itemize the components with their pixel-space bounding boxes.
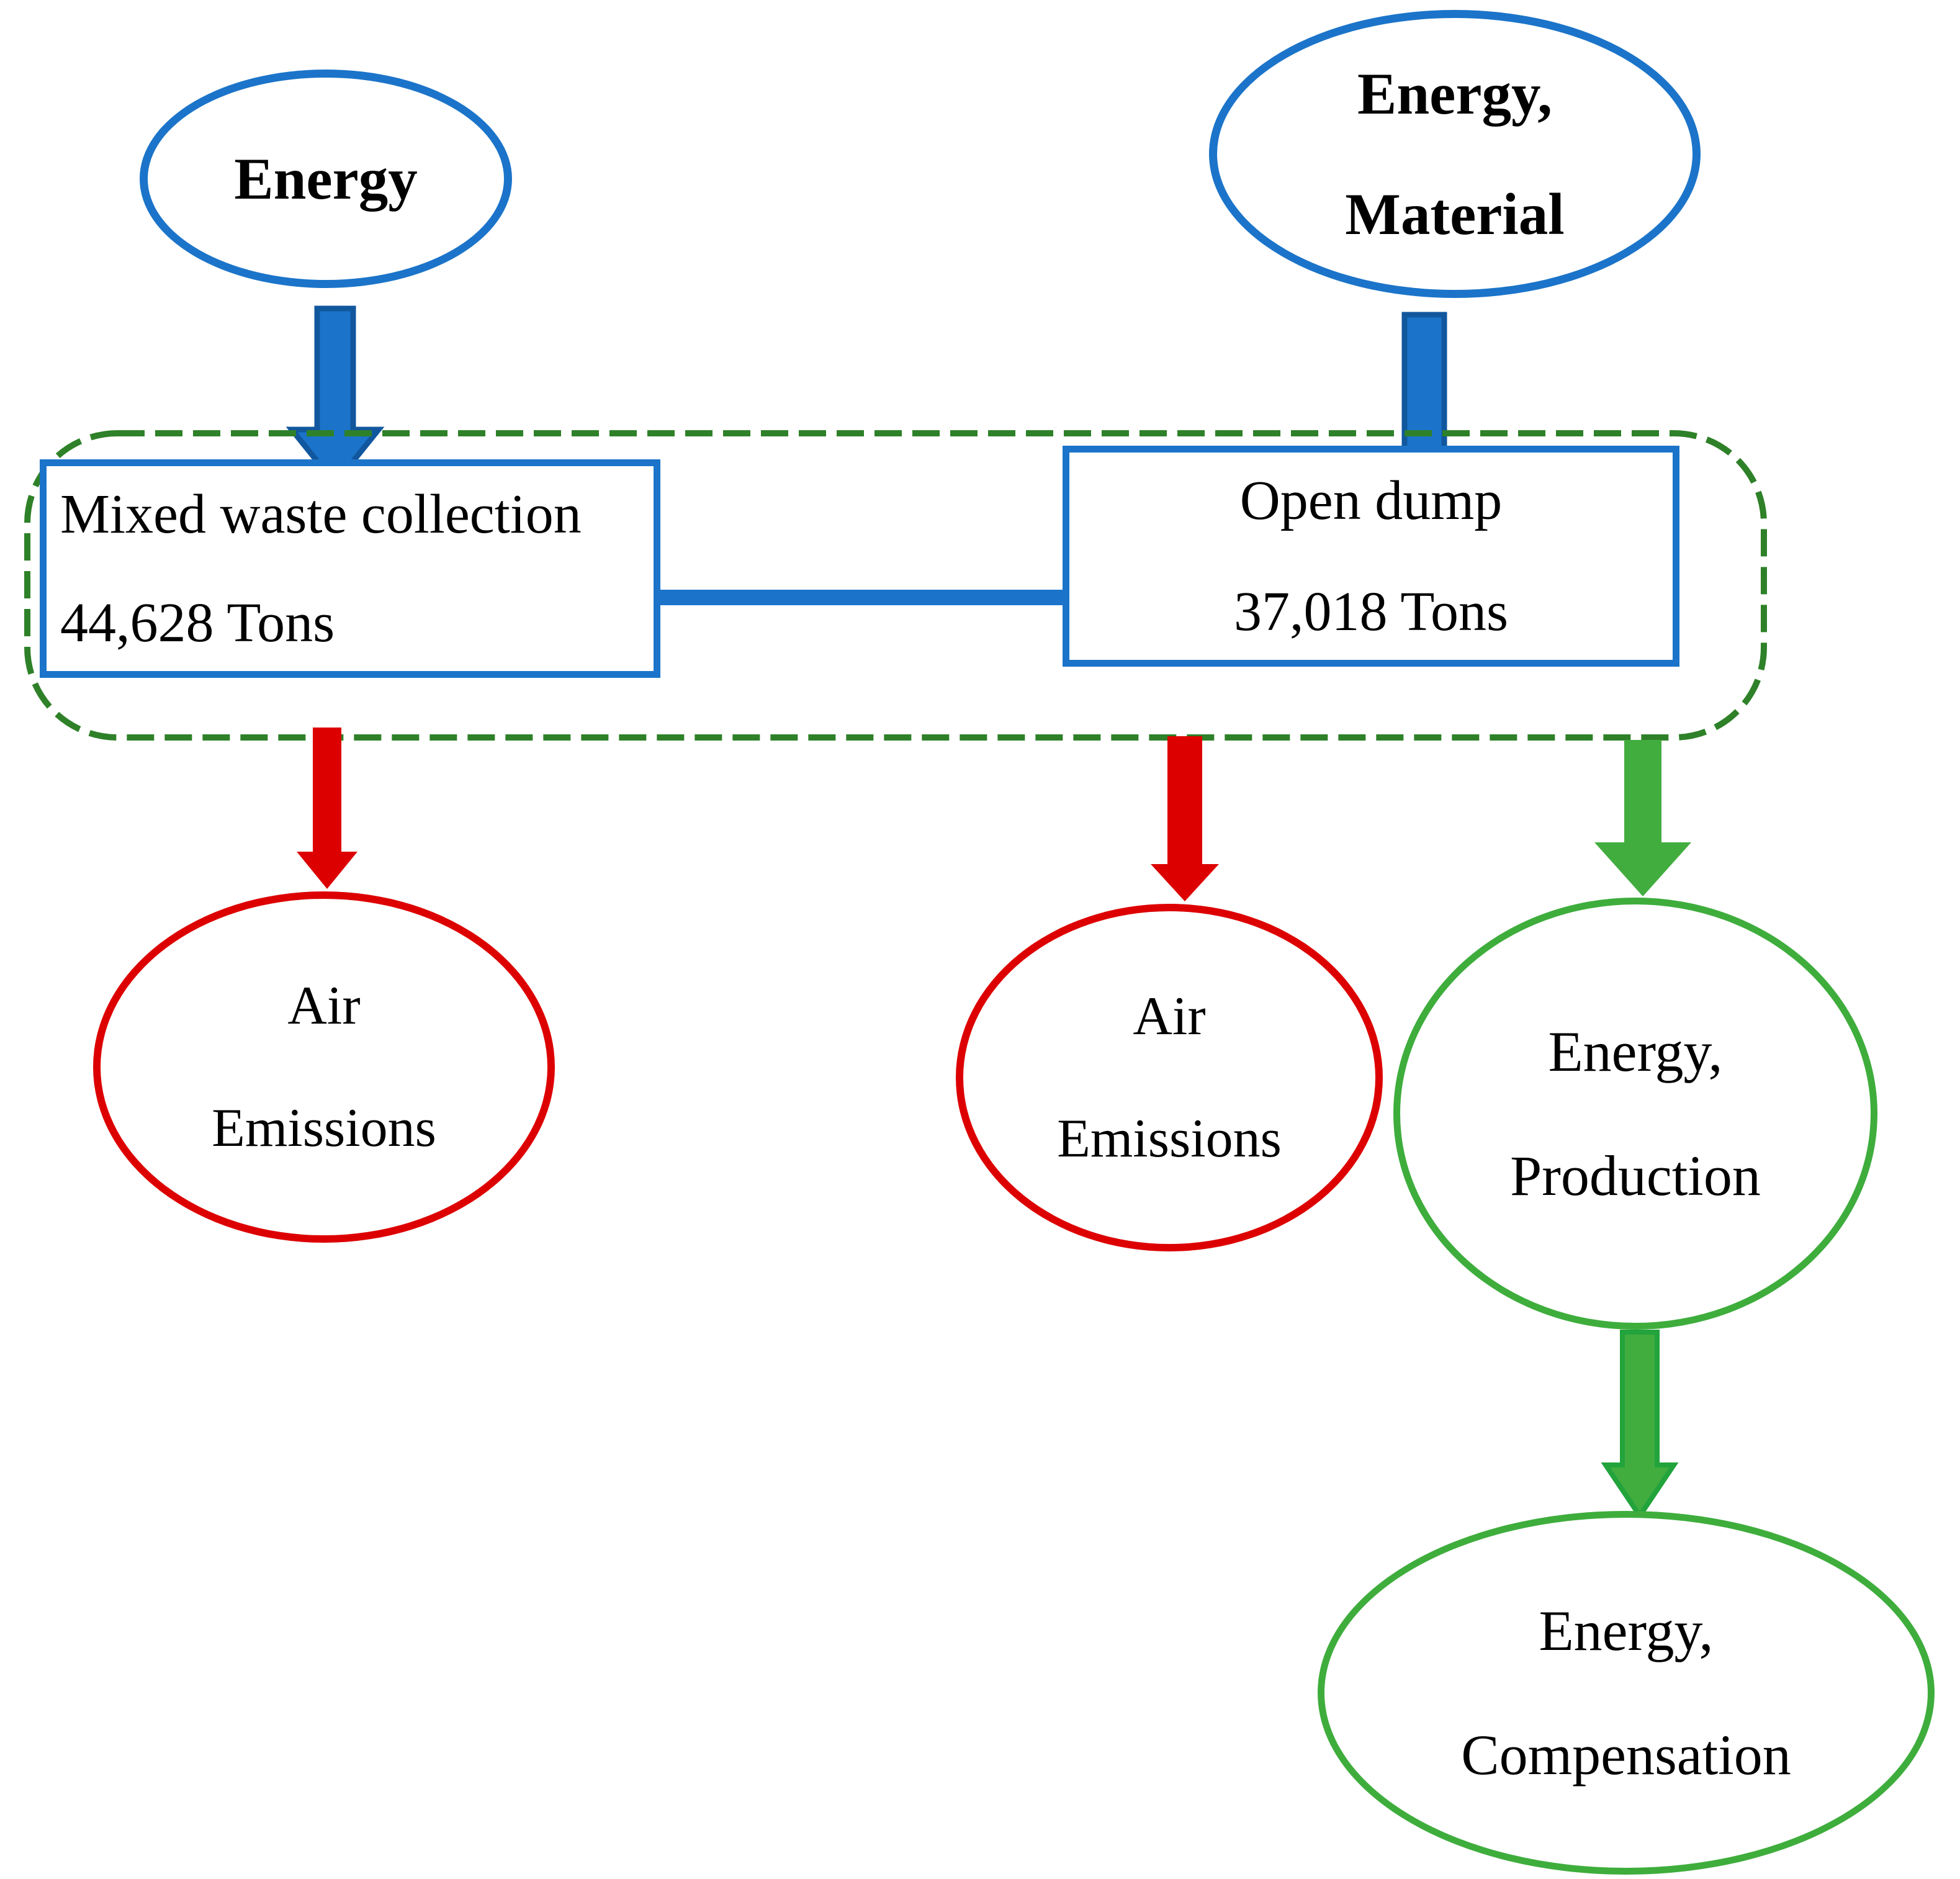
node-energy-material-input: Energy, Material [1209, 10, 1701, 298]
mixed-waste-collection-tonnage: 44,628 Tons [60, 592, 335, 654]
node-energy-input: Energy [140, 70, 512, 288]
energy-production-line2: Production [1510, 1144, 1761, 1207]
arrow-dump-to-energy-production-icon [1594, 740, 1691, 896]
arrow-production-to-compensation-icon [1601, 1330, 1679, 1521]
air-emissions-left-line2: Emissions [212, 1098, 436, 1158]
node-energy-input-label: Energy [234, 146, 418, 212]
connector-collection-to-dump [658, 590, 1065, 605]
system-boundary-dashed-box [24, 430, 1767, 741]
open-dump-line1: Open dump [1239, 470, 1503, 531]
mixed-waste-collection-line1: Mixed waste collection [60, 484, 582, 545]
node-air-emissions-left: Air Emissions [93, 891, 555, 1243]
node-energy-compensation: Energy, Compensation [1318, 1511, 1935, 1875]
air-emissions-left-line1: Air [287, 976, 361, 1036]
energy-production-line1: Energy, [1548, 1020, 1723, 1083]
open-dump-tonnage: 37,018 Tons [1233, 581, 1509, 642]
node-energy-material-line1: Energy, [1357, 61, 1553, 127]
node-open-dump: Open dump 37,018 Tons [1063, 446, 1679, 667]
node-air-emissions-middle: Air Emissions [956, 904, 1383, 1251]
node-energy-material-line2: Material [1345, 181, 1565, 247]
arrow-collection-to-air-emissions-icon [297, 728, 357, 889]
arrow-dump-to-air-emissions-icon [1151, 736, 1219, 901]
arrow-energy-to-collection-icon [285, 305, 385, 487]
air-emissions-middle-line1: Air [1133, 986, 1206, 1047]
air-emissions-middle-line2: Emissions [1057, 1109, 1282, 1169]
energy-compensation-line2: Compensation [1461, 1723, 1791, 1787]
node-mixed-waste-collection: Mixed waste collection 44,628 Tons [40, 459, 660, 678]
node-energy-production: Energy, Production [1393, 898, 1877, 1330]
energy-compensation-line1: Energy, [1539, 1599, 1714, 1662]
